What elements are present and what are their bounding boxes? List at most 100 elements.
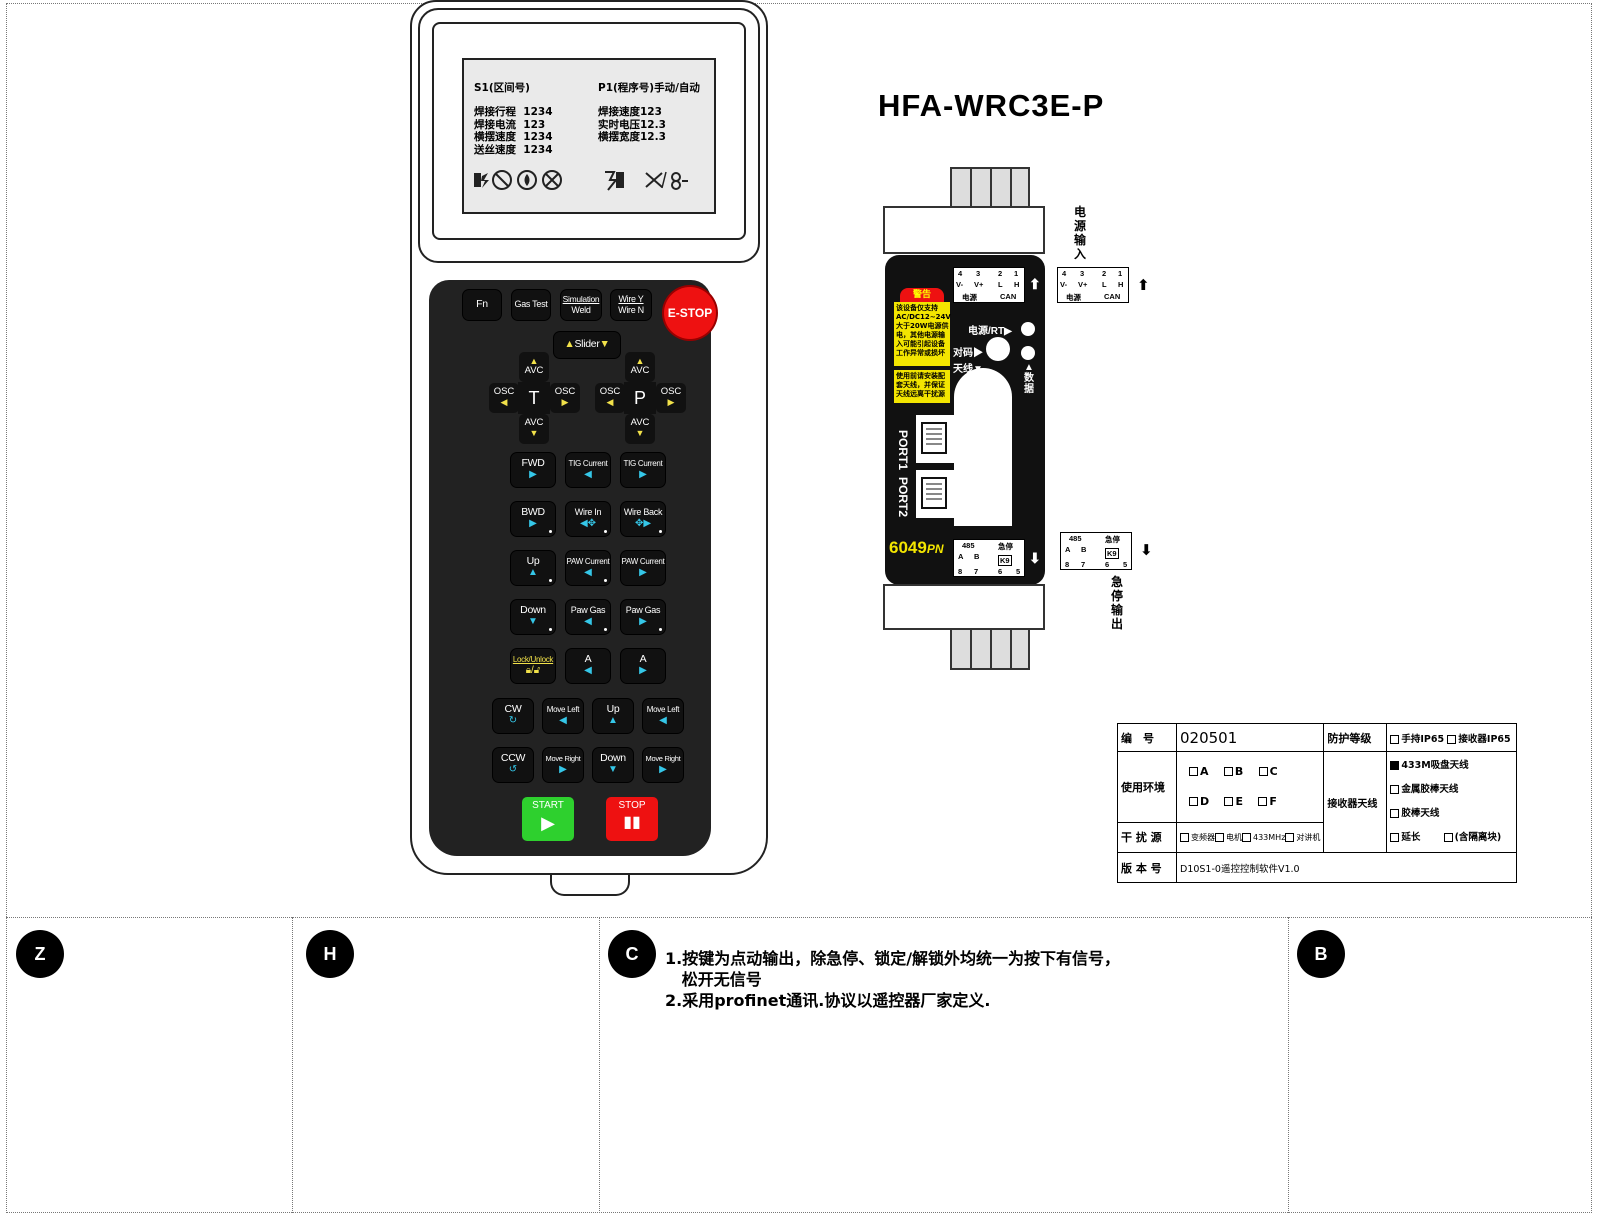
env-label: 使用环境 (1117, 751, 1177, 823)
top-din-rail (883, 206, 1045, 254)
485-estop-terminal: 485 急停 A B K9 8 7 6 5 (953, 539, 1025, 577)
down-arrow-icon: ▼ (635, 428, 645, 438)
stop-button[interactable]: STOP▮▮ (606, 797, 658, 841)
screen-right-header: P1(程序号)手动/自动 (598, 82, 700, 94)
gas-test-button[interactable]: Gas Test (512, 290, 550, 320)
antenna-label: 接收器天线 (1323, 751, 1388, 853)
pendant-screen: S1(区间号) P1(程序号)手动/自动 焊接行程 1234 焊接电流 123 … (462, 58, 716, 214)
down-2-button[interactable]: Down▼ (593, 748, 633, 782)
env-options: A B C D E F (1175, 751, 1325, 823)
left-arrow-icon: ◀ (584, 665, 592, 676)
right-arrow-icon: ▶ (529, 518, 537, 529)
up-button[interactable]: Up▲ (511, 551, 555, 585)
t-avc-down-button[interactable]: AVC▼ (519, 414, 549, 444)
right-arrow-icon: ▶ (561, 397, 569, 407)
status-icons-right (605, 171, 688, 191)
p-avc-up-button[interactable]: ▲AVC (625, 352, 655, 382)
paw-gas-down-button[interactable]: Paw Gas◀ (566, 600, 610, 634)
estop-output-label: 急停输出 (1110, 575, 1123, 631)
power-can-terminal: 4 3 2 1 V- V+ L H 电源 CAN (953, 267, 1025, 303)
a-right-button[interactable]: A▶ (621, 649, 665, 683)
brand-label: 6049PN (889, 538, 944, 557)
bwd-button[interactable]: BWD▶ (511, 502, 555, 536)
antenna-window (954, 368, 1012, 526)
p-osc-right-button[interactable]: OSC▶ (656, 383, 686, 413)
slider-button[interactable]: ▲Slider▼ (554, 332, 620, 358)
paw-gas-up-button[interactable]: Paw Gas▶ (621, 600, 665, 634)
screen-right-values: 焊接速度123 实时电压12.3 横摆宽度12.3 (598, 106, 666, 143)
up-arrow-icon: ⬆ (1029, 276, 1041, 292)
start-button[interactable]: START▶ (522, 797, 574, 841)
down-arrow-icon: ⬇ (1029, 550, 1041, 566)
wire-in-button[interactable]: Wire In◀✥ (566, 502, 610, 536)
left-arrow-icon: ◀ (584, 469, 592, 480)
right-arrow-icon: ▶ (639, 665, 647, 676)
move-left-2-button[interactable]: Move Left◀ (643, 699, 683, 733)
a-left-button[interactable]: A◀ (566, 649, 610, 683)
fwd-button[interactable]: FWD▶ (511, 453, 555, 487)
down-button[interactable]: Down▼ (511, 600, 555, 634)
note-line-2: 2.采用profinet通讯.协议以遥控器厂家定义. (665, 991, 991, 1010)
port2-jack (916, 470, 954, 518)
wire-back-button[interactable]: Wire Back✥▶ (621, 502, 665, 536)
move-right-2-button[interactable]: Move Right▶ (643, 748, 683, 782)
t-avc-up-button[interactable]: ▲AVC (519, 352, 549, 382)
warning-label: 该设备仅支持 AC/DC12~24V 大于20W电源供 电，其他电源输 入可能引… (894, 302, 951, 366)
down-arrow-icon: ⬇ (1140, 541, 1153, 559)
tig-current-up-button[interactable]: TIG Current▶ (621, 453, 665, 487)
down-arrow-icon: ▼ (529, 428, 539, 438)
left-arrow-icon: ◀ (659, 715, 667, 726)
lock-unlock-button[interactable]: Lock/Unlock🔒︎/🔓︎ (511, 649, 555, 683)
t-osc-right-button[interactable]: OSC▶ (550, 383, 580, 413)
top-connector (950, 167, 1030, 209)
ccw-button[interactable]: CCW↺ (493, 748, 533, 782)
antenna-warning-label: 使用前请安装配 套天线，并保证 天线远离干扰源 (894, 370, 950, 403)
lock-icon: 🔒︎/🔓︎ (525, 665, 541, 676)
p-avc-down-button[interactable]: AVC▼ (625, 414, 655, 444)
data-led (1021, 346, 1035, 360)
left-arrow-icon: ◀ (584, 616, 592, 627)
down-arrow-icon: ▼ (599, 338, 610, 350)
section-b-badge: B (1297, 930, 1345, 978)
move-right-button[interactable]: Move Right▶ (543, 748, 583, 782)
pair-button[interactable] (986, 337, 1010, 361)
number-label: 编 号 (1117, 723, 1177, 752)
paw-current-up-button[interactable]: PAW Current▶ (621, 551, 665, 585)
t-center-key: T (518, 382, 550, 414)
pause-icon: ▮▮ (623, 814, 641, 831)
left-arrow-icon: ◀ (559, 715, 567, 726)
checkbox-unchecked (1390, 734, 1400, 744)
tig-current-down-button[interactable]: TIG Current◀ (566, 453, 610, 487)
bottom-connector (950, 628, 1030, 670)
spec-table: 编 号 020501 防护等级 手持IP65 接收器IP65 使用环境 A B … (1117, 723, 1517, 883)
bottom-din-rail (883, 584, 1045, 630)
version-label: 版 本 号 (1117, 852, 1177, 883)
up-2-button[interactable]: Up▲ (593, 699, 633, 733)
data-label: ▲数据 (1024, 362, 1034, 395)
fn-button[interactable]: Fn (463, 290, 501, 320)
section-z-badge: Z (16, 930, 64, 978)
pair-label: 对码▶ (953, 348, 983, 359)
t-osc-left-button[interactable]: OSC◀ (489, 383, 519, 413)
move-left-button[interactable]: Move Left◀ (543, 699, 583, 733)
p-osc-left-button[interactable]: OSC◀ (595, 383, 625, 413)
note-line-1b: 松开无信号 (665, 970, 762, 989)
estop-button[interactable]: E-STOP (664, 287, 716, 339)
up-arrow-icon: ▲ (528, 567, 538, 578)
left-arrow-icon: ◀ (606, 397, 614, 407)
cw-button[interactable]: CW↻ (493, 699, 533, 733)
up-arrow-icon: ▲ (635, 356, 645, 366)
paw-current-down-button[interactable]: PAW Current◀ (566, 551, 610, 585)
section-divider (1288, 917, 1289, 1213)
protection-label: 防护等级 (1323, 723, 1388, 752)
left-arrow-icon: ◀ (500, 397, 508, 407)
wire-feed-icon: ◀✥ (579, 518, 597, 529)
section-c-badge: C (608, 930, 656, 978)
up-arrow-icon: ▲ (564, 338, 575, 350)
power-rt-label: 电源/RT▶ (968, 326, 1012, 337)
rotate-cw-icon: ↻ (508, 715, 518, 726)
section-divider (6, 917, 1592, 918)
